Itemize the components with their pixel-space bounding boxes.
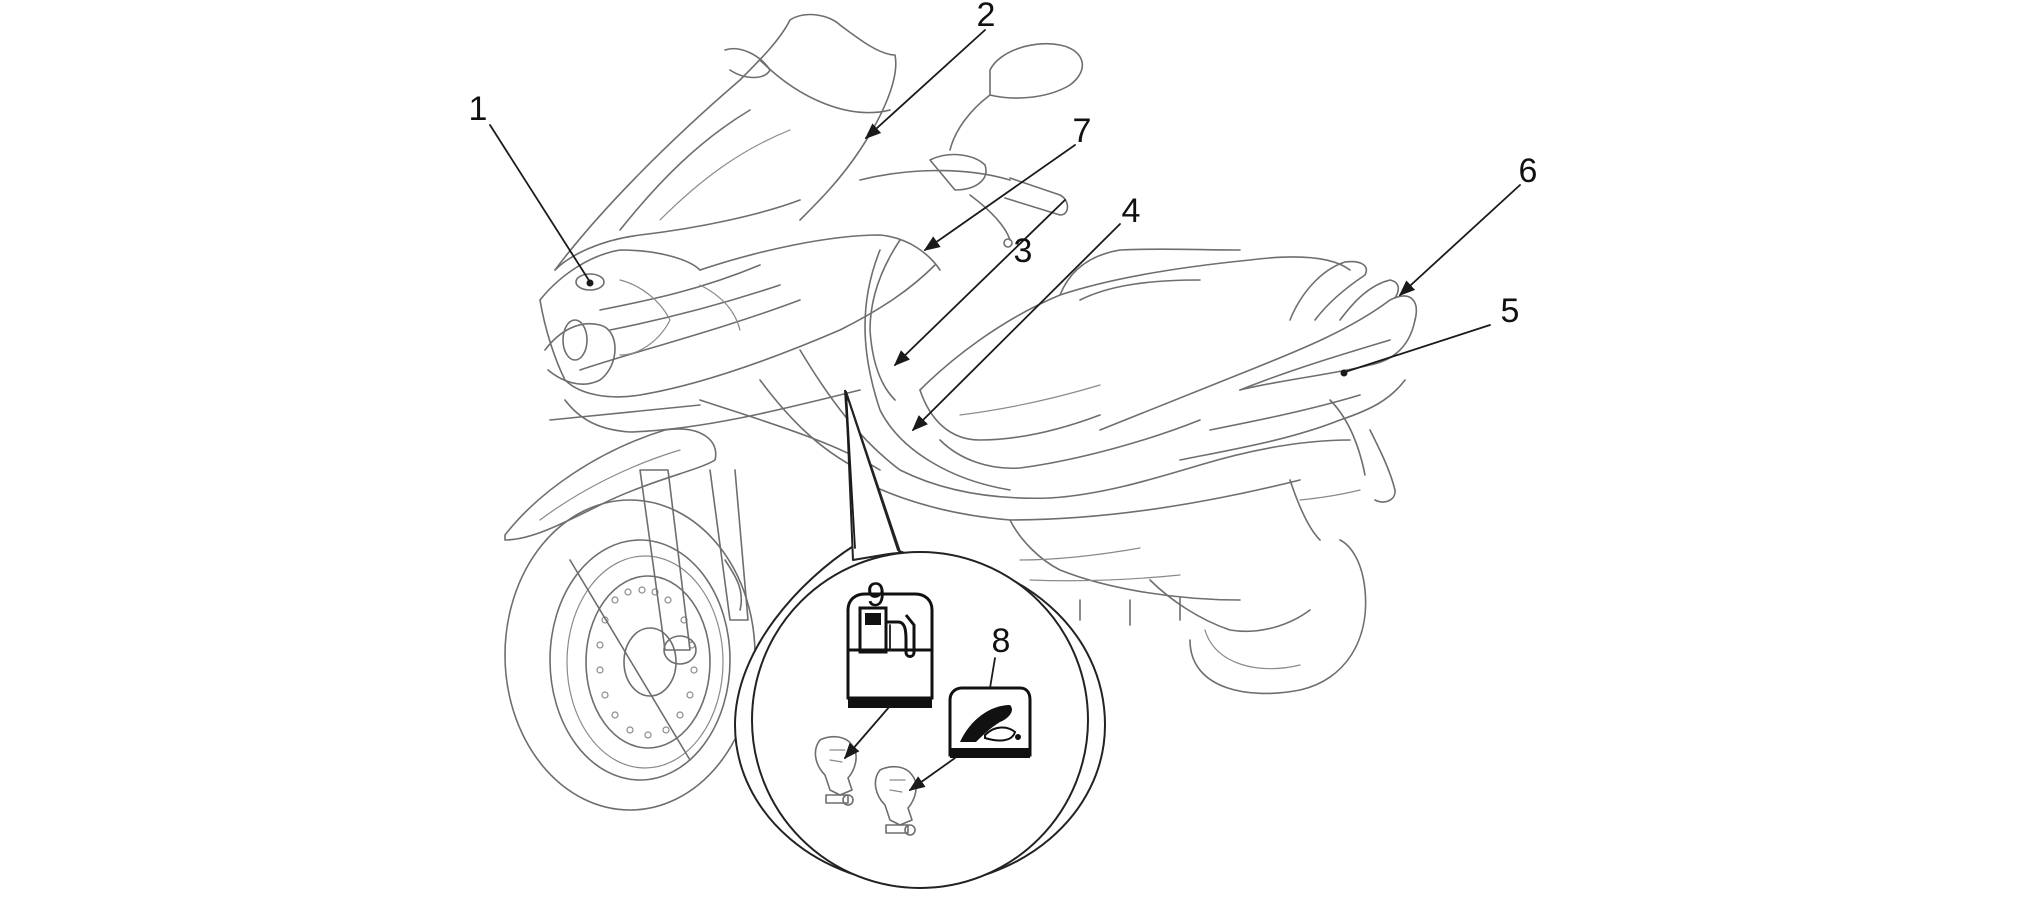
rear-body	[1099, 295, 1417, 541]
leader-1	[489, 124, 591, 283]
callout-3: 3	[1014, 232, 1033, 270]
main-body	[699, 234, 1351, 633]
inset-magnifier	[733, 389, 1107, 889]
leader-lines	[489, 29, 1521, 791]
oil-can-icon	[948, 686, 1032, 758]
callout-1: 1	[469, 90, 488, 128]
front-body	[539, 249, 936, 433]
handlebar	[859, 42, 1084, 248]
leader-8	[989, 657, 996, 689]
callout-7: 7	[1073, 112, 1092, 150]
seat	[919, 248, 1351, 470]
callout-labels: 1 2 3 4 5 6 7 8 9	[469, 0, 1538, 660]
fuel-pump-icon	[846, 592, 934, 708]
rear-wheel	[1189, 539, 1367, 695]
callout-5: 5	[1501, 292, 1520, 330]
scooter-illustration	[504, 13, 1417, 811]
leader-2	[864, 29, 986, 140]
leader-8b	[908, 757, 956, 791]
valve-left	[814, 735, 857, 806]
leader-9b	[843, 705, 891, 760]
leader-5	[1344, 324, 1491, 373]
callout-4: 4	[1122, 192, 1141, 230]
callout-9: 9	[867, 576, 886, 614]
windscreen	[554, 13, 897, 291]
callout-2: 2	[977, 0, 996, 34]
front-fork	[639, 469, 749, 665]
callout-8: 8	[992, 622, 1011, 660]
valve-right	[874, 765, 917, 836]
leader-3	[893, 199, 1066, 367]
leader-6	[1398, 184, 1521, 297]
front-wheel	[504, 499, 756, 811]
leader-4	[911, 223, 1121, 432]
grab-rail	[1289, 260, 1400, 321]
leader-7	[923, 144, 1076, 251]
callout-6: 6	[1519, 152, 1538, 190]
front-mudguard	[504, 428, 717, 541]
